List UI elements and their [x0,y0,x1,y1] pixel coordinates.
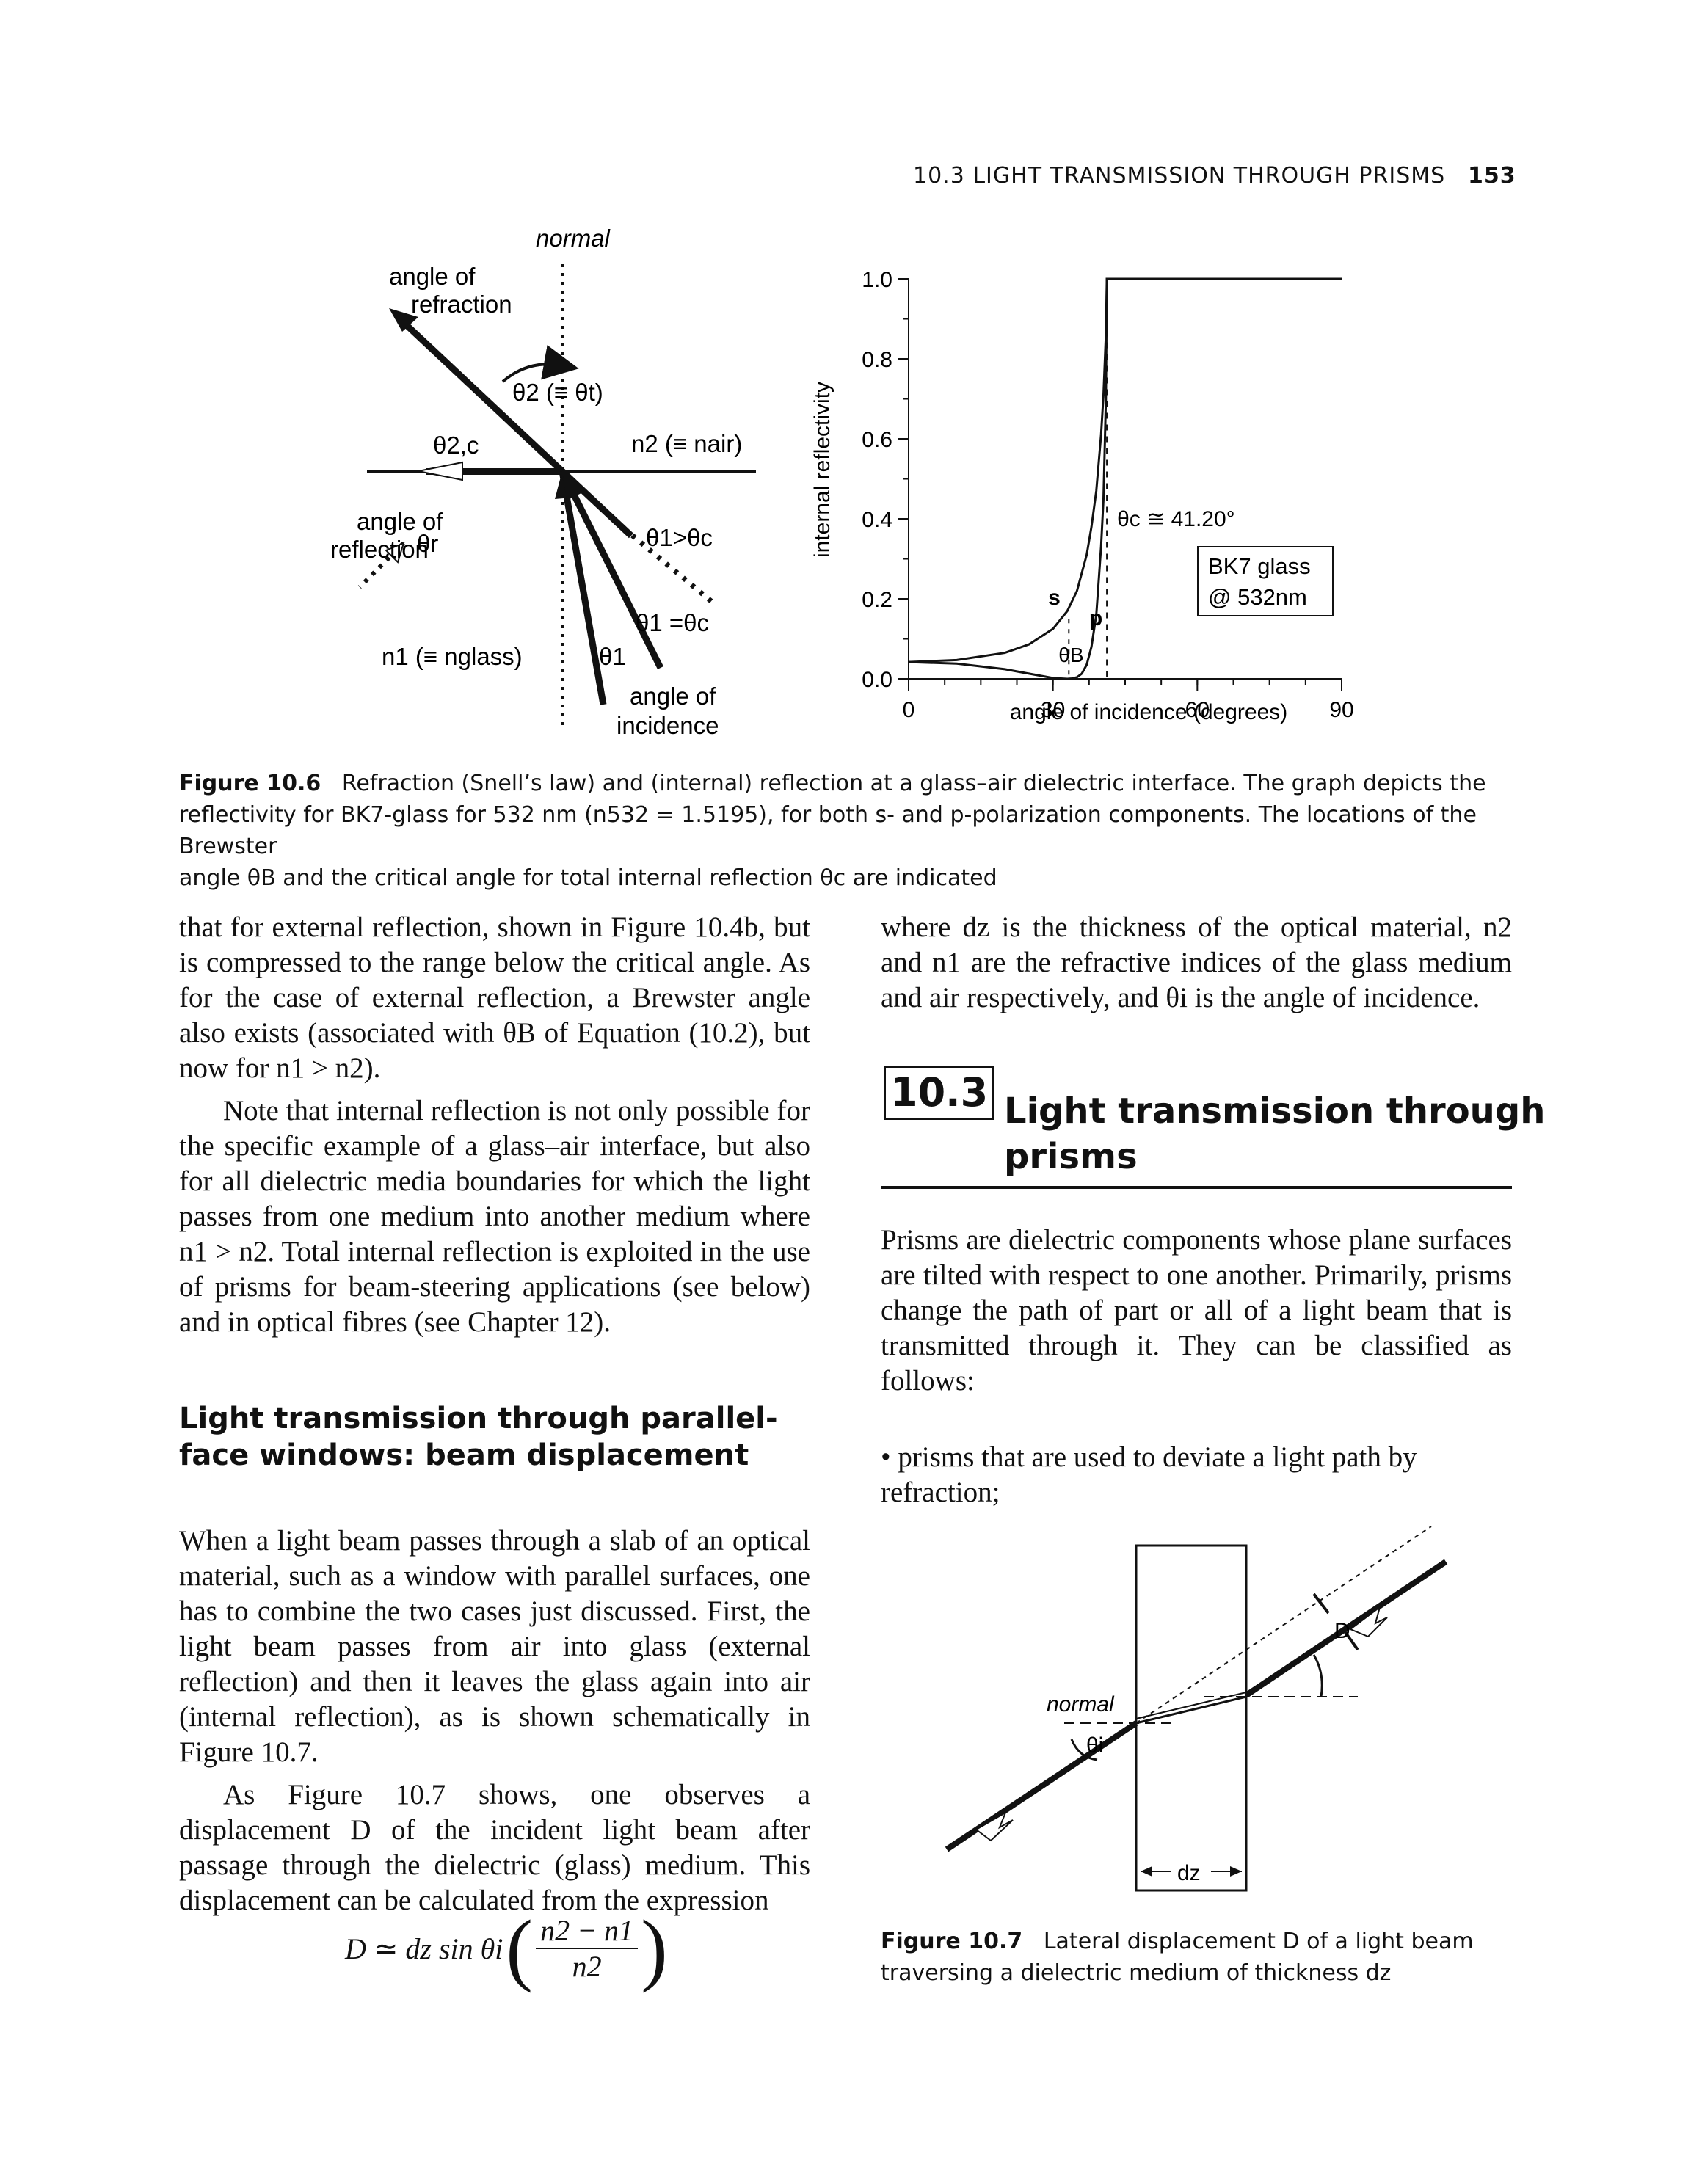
label-angle-of-refraction-1: angle of [389,263,476,290]
glass-slab [1135,1544,1248,1892]
incident-ray-2 [559,469,664,670]
paragraph: that for external reflection, shown in F… [179,911,810,1084]
grazing-arrowhead [418,461,463,481]
series-s [908,277,1342,663]
label-angle-of-incidence-1: angle of [630,682,716,710]
label-D: D [1334,1619,1350,1643]
caption-line-3: angle θB and the critical angle for tota… [179,865,997,891]
equation-lhs: D ≃ dz sin θi [345,1932,503,1965]
y-tick-label: 0.2 [862,588,892,612]
label-theta2c: θ2,c [433,432,479,459]
x-tick-label: 60 [1185,698,1210,722]
incident-ray-1 [559,470,607,705]
paragraph: As Figure 10.7 shows, one observes a dis… [179,1779,810,1916]
equation-numerator: n2 − n1 [536,1913,639,1949]
right-column-text-2: Prisms are dielectric components whose p… [881,1223,1512,1406]
critical-angle-label: θc ≅ 41.20° [1117,507,1235,531]
label-n2: n2 (≡ nair) [631,430,742,457]
paragraph: where dz is the thickness of the optical… [881,911,1512,1013]
subheading-parallel-face-windows: Light transmission through parallel-face… [179,1402,778,1472]
figure-10-7-label: Figure 10.7 [881,1929,1023,1954]
x-tick-label: 90 [1329,698,1353,722]
label-angle-of-reflection-1: angle of [357,508,443,535]
label-angle-of-incidence-2: incidence [617,712,719,739]
label-dz: dz [1177,1861,1201,1885]
caption-line-1: Refraction (Snell’s law) and (internal) … [341,771,1486,796]
bullet-icon: • [881,1441,898,1473]
bk7-box [1197,546,1334,616]
series-label-s: s [1048,586,1061,610]
label-n1: n1 (≡ nglass) [382,643,523,670]
brewster-label: θB [1058,644,1083,666]
incident-beam [945,1720,1138,1852]
figure-10-6-label: Figure 10.6 [179,771,321,796]
bk7-label-2: @ 532nm [1208,584,1307,610]
chart-xlabel: angle of incidence (degrees) [1010,700,1288,724]
refracted-ray [393,313,565,474]
x-tick-label: 30 [1041,698,1065,722]
right-column-text-1: where dz is the thickness of the optical… [881,910,1512,1023]
normal-label: normal [536,225,611,252]
label-theta1-eq: θ1 =θc [636,609,709,636]
label-theta-r: θr [417,530,438,557]
bullet-text: prisms that are used to deviate a light … [881,1441,1417,1508]
y-tick-label: 0.6 [862,428,892,452]
series-label-p: p [1089,606,1102,630]
section-title-1: Light transmission through [1004,1091,1546,1132]
y-tick-label: 0.8 [862,348,892,372]
incident-ray-3 [559,468,634,539]
label-theta-i: θi [1086,1733,1103,1758]
label-angle-of-refraction-2: refraction [411,291,512,318]
section-rule [881,1186,1512,1189]
refraction-diagram: normal angle of refraction θ2 (≡ θt) θ2,… [330,225,756,739]
left-column-text-2: When a light beam passes through a slab … [179,1524,810,1926]
y-tick-label: 0.0 [862,668,892,692]
y-tick-label: 1.0 [862,268,892,292]
label-theta2: θ2 (≡ θt) [512,379,603,406]
exit-beam [1244,1559,1448,1698]
caption-line-1: Lateral displacement D of a light beam [1043,1929,1474,1954]
section-number: 10.3 [884,1066,995,1120]
caption-line-2: traversing a dielectric medium of thickn… [881,1960,1392,1986]
running-title: 10.3 LIGHT TRANSMISSION THROUGH PRISMS [913,163,1446,189]
chart-ylabel: internal reflectivity [810,382,834,558]
bk7-label-1: BK7 glass [1208,553,1311,579]
label-theta1: θ1 [599,643,626,670]
left-column-text-1: that for external reflection, shown in F… [179,910,810,1347]
equation-denominator: n2 [572,1950,602,1983]
bullet-item: • prisms that are used to deviate a ligh… [881,1440,1512,1510]
refracted-ray-arrowhead [389,308,418,332]
page-number: 153 [1468,163,1516,189]
label-normal: normal [1047,1692,1115,1717]
paragraph: Prisms are dielectric components whose p… [881,1224,1512,1397]
caption-line-2: reflectivity for BK7-glass for 532 nm (n… [179,802,1477,859]
label-theta1-gt: θ1>θc [646,524,713,551]
series-p [908,277,1342,680]
paragraph: Note that internal reflection is not onl… [179,1095,810,1338]
theta2-arc [501,345,579,383]
figure-10-7-caption: Figure 10.7 Lateral displacement D of a … [881,1926,1512,1989]
y-tick-label: 0.4 [862,508,892,532]
beam-displacement-diagram: D normal θi dz [945,1526,1448,1892]
figure-10-6-caption: Figure 10.6 Refraction (Snell’s law) and… [179,768,1515,894]
undeviated-extension [1135,1526,1432,1724]
displacement-equation: D ≃ dz sin θi ( n2 − n1 n2 ) [345,1904,668,1993]
x-tick-label: 0 [903,698,915,722]
refracted-beam [1135,1695,1247,1725]
label-angle-of-reflection-2: reflection [330,536,429,563]
reflectivity-chart: 0.0 0.2 0.4 0.6 0.8 1.0 0 30 60 90 s p θc ≅ 41.20° θ… [810,268,1354,724]
section-title-2: prisms [1004,1136,1138,1177]
paragraph: When a light beam passes through a slab … [179,1525,810,1768]
